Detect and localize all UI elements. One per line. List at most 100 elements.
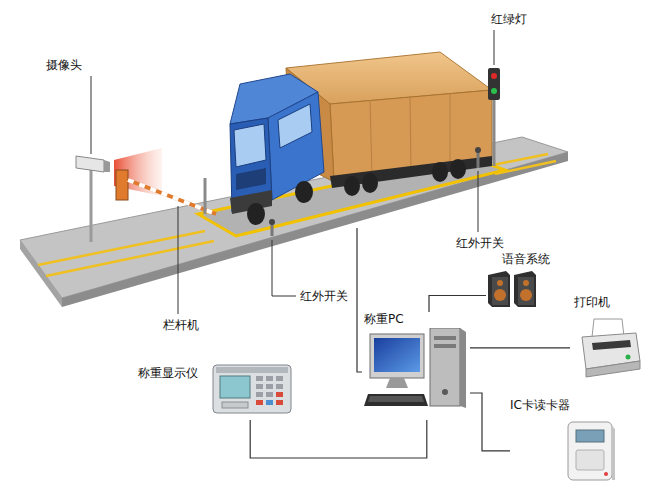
voice-system: 语音系统 [486, 252, 554, 310]
voice-system-icon-part-part [488, 271, 510, 307]
weighing-pc-icon-part-part [460, 328, 466, 408]
infrared-switch-label: 红外开关 [455, 236, 505, 250]
weighing-pc-icon [362, 328, 468, 423]
device-label: IC卡读卡器 [510, 398, 570, 412]
leader-line-part [272, 240, 296, 296]
truck-part [450, 159, 466, 179]
device-label: 打印机 [574, 295, 610, 309]
truck-part [344, 176, 360, 196]
ic-card-reader-icon-part-part [576, 450, 604, 470]
printer-icon-part-part [592, 340, 631, 350]
infrared-sensor-part [475, 147, 481, 153]
connector-wire [470, 393, 510, 451]
road-part [495, 161, 556, 174]
infrared-sensor-part [269, 219, 275, 225]
traffic-light-label: 红绿灯 [490, 12, 528, 26]
ic-card-reader-icon [566, 420, 616, 487]
camera [76, 156, 110, 242]
truck-part [362, 173, 378, 193]
printer-icon [578, 317, 642, 382]
weighing-display-icon-part-part-part [276, 392, 283, 397]
weighing-display-icon-part-part [222, 402, 248, 408]
voice-system-icon-part-part [497, 280, 503, 286]
truck-part [295, 181, 313, 203]
voice-system-icon-part-part [518, 277, 534, 305]
weighing-display-icon-part-part [256, 392, 283, 405]
weighing-display-icon-part-part [216, 367, 288, 373]
weighing-display-icon [212, 362, 294, 419]
truck-part [268, 92, 324, 200]
weighing-display-icon-part-part-part [256, 400, 263, 405]
printer-icon-part [578, 317, 642, 379]
barrier-gate-part [128, 180, 216, 214]
weighing-display-icon-part-part-part [266, 384, 273, 389]
weighing-pc-icon-part-part [370, 334, 424, 378]
leader-line-part [91, 76, 92, 154]
truck-part [410, 97, 411, 171]
connector-wire [470, 393, 510, 451]
leader-line-part [478, 171, 479, 232]
weighing-display-icon-part-part-part [256, 384, 263, 389]
weighing-display-icon-part-part-part [256, 392, 263, 397]
voice-system-icon-part-part [523, 280, 529, 286]
weighing-display-icon-part-part-part [256, 376, 263, 381]
weighing-pc-icon-part [362, 328, 468, 420]
leader-line-part [494, 30, 495, 65]
weighing-display-icon-part [212, 362, 294, 416]
ic-card-reader-icon-part [566, 420, 616, 484]
voice-system-icon [486, 269, 540, 312]
device-label: 语音系统 [502, 252, 550, 266]
truck-part [450, 93, 451, 166]
weighing-display-icon-part-part [213, 365, 291, 413]
printer: 打印机 [570, 295, 646, 383]
weighing-pc-icon-part-part [374, 338, 420, 372]
barrier-gate-part [204, 178, 207, 214]
truck-part [234, 124, 266, 167]
truck-part [236, 168, 266, 190]
ic-card-reader-icon-part-part [604, 472, 608, 476]
traffic-light-part [488, 68, 500, 100]
camera-label: 摄像头 [45, 58, 83, 72]
weighing-pc: 称重PC [362, 312, 470, 420]
connector-wire [470, 347, 570, 348]
camera-part [76, 156, 104, 172]
printer-icon-part-part [626, 355, 631, 360]
weighing-display: 称重显示仪 [138, 362, 296, 420]
ic-card-reader-icon-part-part [612, 426, 615, 480]
truck-part [370, 100, 372, 177]
traffic-light [488, 68, 500, 166]
scale-cable [357, 228, 362, 372]
connector-wire [429, 296, 486, 313]
weighing-pc-icon-part-part [434, 336, 456, 340]
connector-wire [250, 420, 427, 458]
leader-line [91, 30, 494, 314]
weighing-display-icon-part-part [220, 376, 250, 398]
connector-wire [470, 347, 570, 348]
device-label: 称重显示仪 [138, 366, 198, 380]
traffic-light-part [491, 73, 497, 79]
weighing-pc-icon-part-part [430, 328, 460, 406]
leader-line-part [178, 206, 179, 314]
connector-wire [250, 420, 427, 458]
voice-system-icon-part-part [520, 289, 532, 301]
road-part [46, 241, 214, 276]
weighing-display-icon-part-part [256, 376, 283, 397]
traffic-light-part [491, 88, 497, 94]
traffic-light-part [493, 98, 496, 166]
barrier-gate-part [128, 180, 216, 214]
weighing-pc-icon-part-part [368, 396, 424, 402]
barrier-gate [116, 170, 216, 214]
printer-icon-part-part [586, 361, 640, 377]
connector-wire [429, 296, 486, 313]
truck-part [432, 162, 448, 182]
weighing-display-icon-part-part-part [276, 384, 283, 389]
weighing-display-icon-part-part-part [266, 392, 273, 397]
barrier-gate-part [116, 170, 128, 200]
weighing-display-icon-part-part-part [276, 376, 283, 381]
truck [230, 52, 492, 225]
infrared-sensor [269, 147, 481, 236]
weighing-pc-icon-part-part [434, 344, 456, 348]
